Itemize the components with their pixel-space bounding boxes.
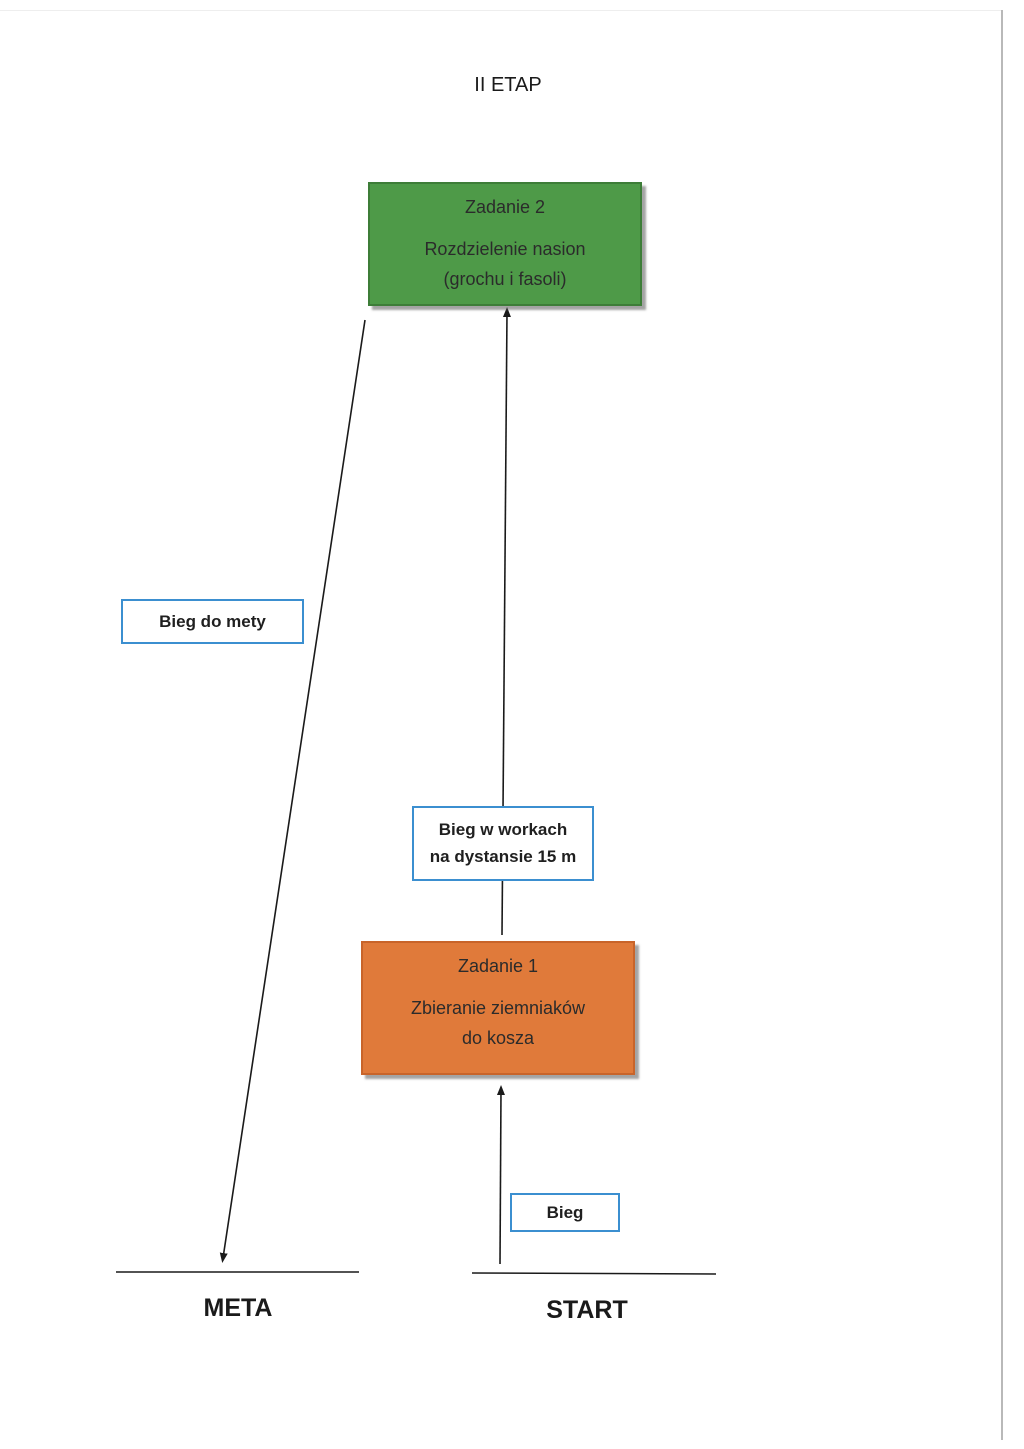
sack-race-label: Bieg w workach na dystansie 15 m bbox=[412, 806, 594, 881]
task-2-description: Rozdzielenie nasion (grochu i fasoli) bbox=[424, 239, 586, 289]
finish-line-label: META bbox=[203, 1294, 273, 1322]
start-line-label: START bbox=[546, 1296, 628, 1324]
task-1-title: Zadanie 1 bbox=[457, 956, 539, 976]
arrow-to-finish bbox=[219, 319, 366, 1263]
task-1-box: Zadanie 1 Zbieranie ziemniaków do kosza bbox=[361, 941, 635, 1075]
finish-run-label: Bieg do mety bbox=[121, 599, 304, 644]
page-edge bbox=[1001, 10, 1003, 1440]
page-title: II ETAP bbox=[474, 74, 542, 96]
page-edge-top bbox=[0, 10, 1003, 11]
task-1-description: Zbieranie ziemniaków do kosza bbox=[410, 998, 586, 1048]
start-line bbox=[471, 1272, 717, 1275]
task-2-title: Zadanie 2 bbox=[464, 197, 546, 217]
run-label: Bieg bbox=[510, 1193, 620, 1232]
arrow-to-task-1 bbox=[496, 1085, 505, 1265]
task-2-box: Zadanie 2 Rozdzielenie nasion (grochu i … bbox=[368, 182, 642, 306]
